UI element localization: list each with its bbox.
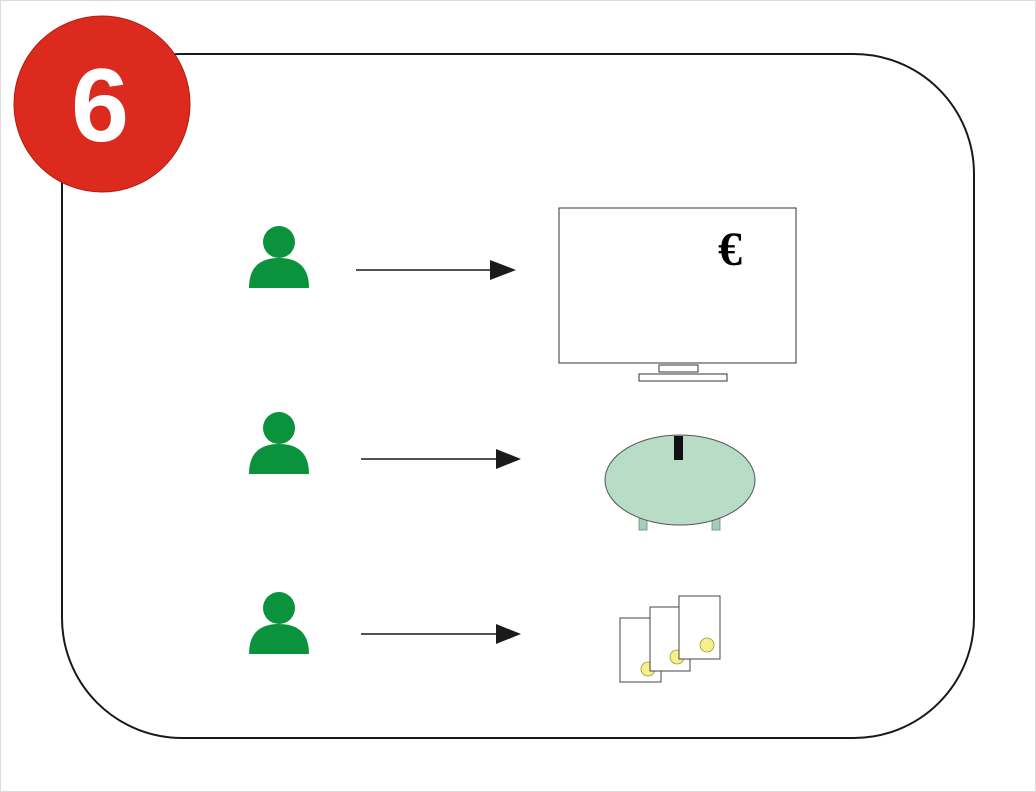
person-icon (249, 226, 309, 288)
tv-stand-base (638, 373, 728, 382)
step-badge: 6 (13, 15, 191, 193)
row-2 (249, 412, 756, 531)
row-3 (249, 592, 721, 683)
tv-screen-icon: € (558, 207, 797, 382)
step-number: 6 (71, 48, 129, 164)
coin-slot (674, 436, 683, 460)
arrow-right-icon (361, 449, 521, 469)
step-badge-circle (13, 15, 191, 193)
arrow-right-icon (356, 260, 516, 280)
receipt-sheet (678, 595, 721, 660)
arrow-right-icon (361, 624, 521, 644)
tv-stand-neck (658, 364, 699, 373)
person-icon (249, 592, 309, 654)
row-1: € (249, 207, 797, 382)
content-frame (61, 53, 975, 739)
piggy-bank-icon (604, 434, 756, 531)
person-icon (249, 412, 309, 474)
receipts-icon (619, 595, 721, 683)
euro-sign: € (718, 223, 742, 276)
piggy-body (604, 434, 756, 526)
